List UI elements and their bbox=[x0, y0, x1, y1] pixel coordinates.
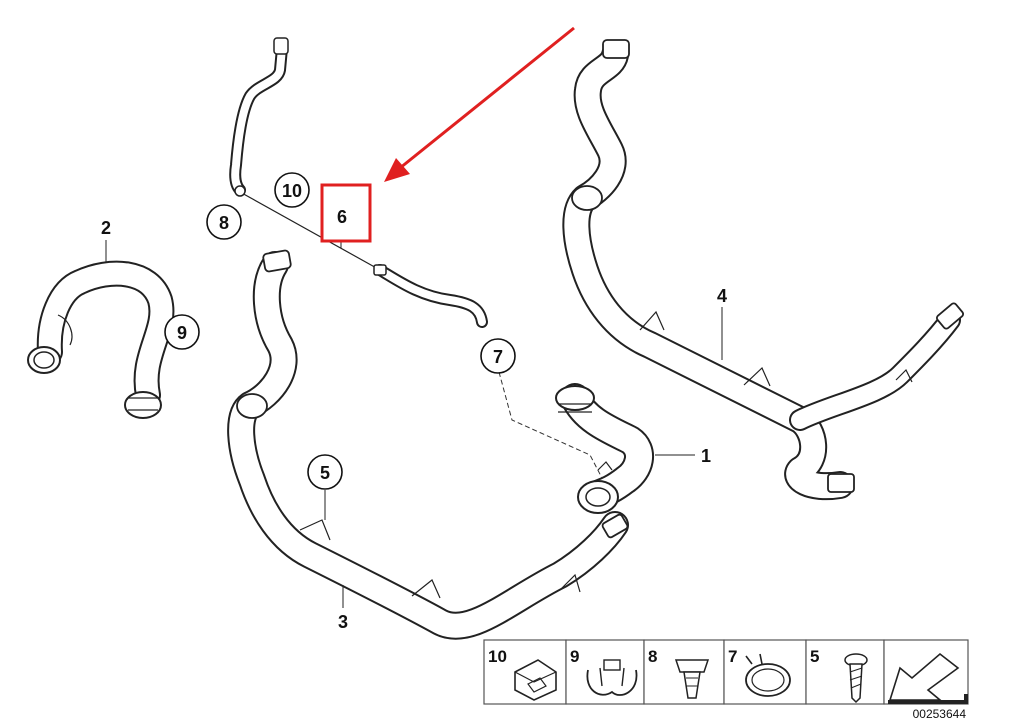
legend-label-8: 8 bbox=[648, 647, 657, 666]
callout-8: 8 bbox=[206, 204, 242, 240]
legend-panel: 10 9 8 7 5 bbox=[483, 639, 969, 705]
callout-10: 10 bbox=[274, 172, 310, 208]
catalog-number: 00253644 bbox=[913, 707, 967, 721]
svg-text:3: 3 bbox=[338, 612, 348, 632]
svg-text:1: 1 bbox=[701, 446, 711, 466]
svg-text:2: 2 bbox=[101, 218, 111, 238]
svg-text:6: 6 bbox=[337, 207, 347, 227]
callout-6: 6 bbox=[320, 183, 372, 243]
svg-text:10: 10 bbox=[282, 181, 302, 201]
svg-text:9: 9 bbox=[177, 323, 187, 343]
hose-part-2 bbox=[27, 260, 175, 419]
hose-part-1 bbox=[555, 383, 654, 514]
hose-part-4 bbox=[562, 39, 965, 501]
leader-lines bbox=[105, 227, 723, 608]
callout-4: 4 bbox=[717, 286, 727, 306]
callout-9: 9 bbox=[164, 314, 200, 350]
callout-7: 7 bbox=[480, 338, 516, 374]
screw-icon bbox=[844, 653, 868, 704]
callout-5: 5 bbox=[307, 454, 343, 490]
arrow-icon bbox=[888, 652, 968, 704]
svg-text:7: 7 bbox=[493, 347, 503, 367]
legend-label-5: 5 bbox=[810, 647, 819, 666]
callout-3: 3 bbox=[338, 612, 348, 632]
legend-label-9: 9 bbox=[570, 647, 579, 666]
spring-band-clamp-icon bbox=[745, 653, 791, 697]
callout-2: 2 bbox=[101, 218, 111, 238]
expanding-rivet-icon bbox=[674, 659, 710, 699]
svg-text:5: 5 bbox=[320, 463, 330, 483]
svg-text:4: 4 bbox=[717, 286, 727, 306]
svg-text:8: 8 bbox=[219, 213, 229, 233]
rubber-grommet-icon bbox=[514, 659, 557, 701]
callout-1: 1 bbox=[701, 446, 711, 466]
legend-label-7: 7 bbox=[728, 647, 737, 666]
highlight-arrow bbox=[384, 26, 575, 182]
hose-part-6 bbox=[229, 37, 488, 328]
hose-clip-icon bbox=[586, 659, 638, 696]
legend-label-10: 10 bbox=[488, 647, 507, 666]
hose-part-3 bbox=[227, 249, 629, 640]
